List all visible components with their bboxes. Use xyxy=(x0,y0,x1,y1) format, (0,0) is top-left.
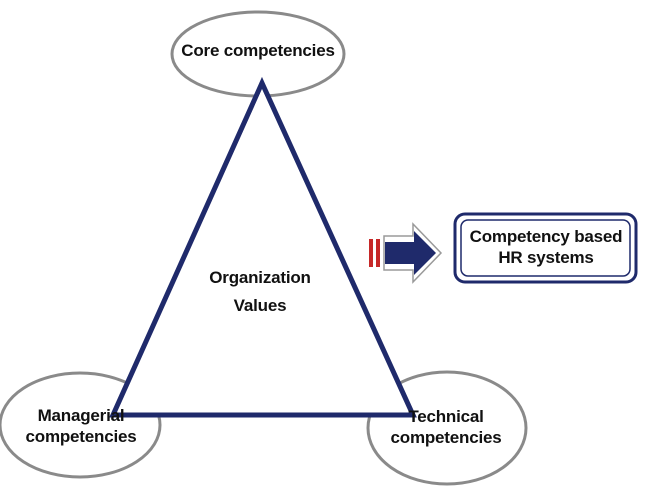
organization-values-label: Organization Values xyxy=(185,264,335,320)
managerial-line-1: Managerial xyxy=(37,406,125,425)
technical-line-2: competencies xyxy=(390,428,502,447)
arrow-bar-1 xyxy=(369,239,373,267)
hr-systems-line-2: HR systems xyxy=(498,248,594,267)
hr-systems-box-inner xyxy=(460,219,631,277)
arrow-body xyxy=(385,231,436,275)
arrow-to-hr-systems xyxy=(369,222,443,284)
arrow-bar-2 xyxy=(376,239,380,267)
technical-competencies-label: Technical competencies xyxy=(366,406,526,448)
organization-line-1: Organization xyxy=(209,268,311,287)
hr-systems-line-1: Competency based xyxy=(469,227,623,246)
organization-triangle-inner xyxy=(117,89,409,412)
hr-systems-box-outer xyxy=(453,212,638,284)
managerial-line-2: competencies xyxy=(25,427,137,446)
organization-triangle-outer xyxy=(109,76,417,418)
core-competencies-text: Core competencies xyxy=(181,41,335,60)
technical-line-1: Technical xyxy=(408,407,484,426)
organization-line-2: Values xyxy=(233,296,287,315)
managerial-competencies-label: Managerial competencies xyxy=(2,405,160,447)
hr-systems-label: Competency based HR systems xyxy=(455,226,637,268)
core-competencies-label: Core competencies xyxy=(170,40,346,61)
